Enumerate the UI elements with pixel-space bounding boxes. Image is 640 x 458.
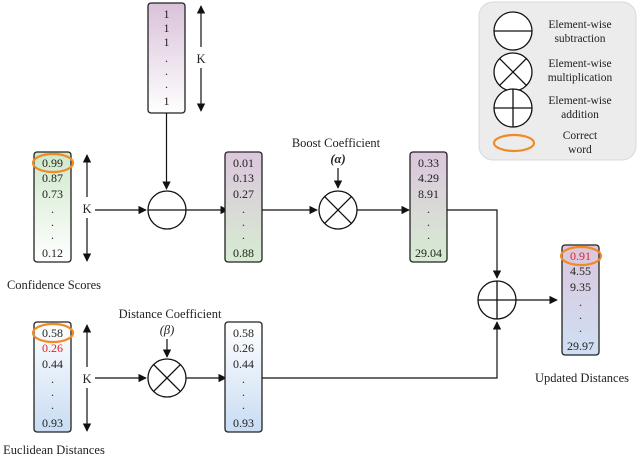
euclidean-vector: 0.58 0.26 0.44 . . . 0.93 (31, 321, 75, 433)
updated-value-1: 4.55 (570, 264, 591, 278)
confidence-value-2: 0.73 (42, 187, 63, 201)
scaled-value-3: . (242, 372, 245, 386)
addition-operator-icon (477, 280, 517, 320)
updated-value-2: 9.35 (570, 280, 591, 294)
subtracted-value-5: . (242, 228, 245, 242)
distance-coefficient-symbol: (β) (160, 323, 175, 337)
addition-legend-icon (493, 88, 533, 128)
ones-vector: 1 1 1 . . . 1 (147, 2, 186, 114)
boosted-value-0: 0.33 (418, 156, 439, 170)
subtracted-value-1: 0.13 (233, 171, 254, 185)
scaled-value-4: . (242, 385, 245, 399)
legend-panel: Element-wise subtraction Element-wise mu… (478, 1, 637, 161)
subtraction-legend-icon (493, 11, 533, 51)
euclidean-value-0: 0.58 (42, 326, 63, 340)
boosted-value-5: . (427, 228, 430, 242)
boost-multiplication-operator-icon (318, 190, 358, 230)
subtracted-vector: 0.01 0.13 0.27 . . . 0.88 (224, 151, 263, 263)
scaled-value-1: 0.26 (233, 341, 254, 355)
scaled-value-6: 0.93 (233, 416, 254, 430)
legend-addition-line1: Element-wise (548, 95, 611, 107)
ones-k-label: K (196, 52, 205, 66)
subtracted-value-0: 0.01 (233, 156, 254, 170)
legend-correct-line1: Correct (563, 130, 598, 142)
legend-addition-line2: addition (561, 109, 599, 121)
euclidean-value-4: . (51, 385, 54, 399)
updated-value-0: 0.91 (570, 249, 591, 263)
boosted-value-4: . (427, 215, 430, 229)
legend-multiplication-line1: Element-wise (548, 58, 611, 70)
updated-value-3: . (579, 295, 582, 309)
confidence-k-label: K (82, 202, 91, 216)
ones-value-4: . (165, 64, 168, 78)
ones-value-1: 1 (164, 21, 170, 35)
confidence-value-6: 0.12 (42, 246, 63, 260)
subtracted-value-2: 0.27 (233, 187, 254, 201)
confidence-value-4: . (51, 215, 54, 229)
legend-multiplication-line2: multiplication (548, 72, 613, 84)
distance-coefficient-label: Distance Coefficient (119, 307, 222, 321)
ones-value-3: . (165, 51, 168, 65)
updated-highlight-ellipse (559, 245, 603, 267)
confidence-k-dimension: K (82, 154, 92, 262)
confidence-caption: Confidence Scores (7, 278, 101, 292)
subtracted-value-6: 0.88 (233, 246, 254, 260)
legend-subtraction-line1: Element-wise (548, 19, 611, 31)
ones-value-5: . (165, 77, 168, 91)
ones-k-dimension: K (196, 5, 206, 112)
boosted-to-add-arrow (447, 209, 502, 279)
euclidean-highlight-ellipse (31, 322, 75, 344)
euclidean-value-1: 0.26 (42, 341, 63, 355)
multiplication-legend-icon (493, 52, 533, 92)
legend-subtraction-line2: subtraction (554, 33, 605, 45)
updated-value-6: 29.97 (567, 339, 594, 353)
updated-value-4: . (579, 308, 582, 322)
boost-coefficient-label: Boost Coefficient (292, 136, 381, 150)
confidence-value-1: 0.87 (42, 171, 63, 185)
subtracted-value-4: . (242, 215, 245, 229)
scaled-value-2: 0.44 (233, 357, 254, 371)
confidence-highlight-ellipse (31, 152, 75, 174)
updated-vector: 0.91 4.55 9.35 . . . 29.97 (559, 244, 603, 356)
euclidean-k-label: K (82, 372, 91, 386)
updated-caption: Updated Distances (535, 371, 629, 385)
boosted-value-2: 8.91 (418, 187, 439, 201)
scaled-value-5: . (242, 398, 245, 412)
correct-word-legend-ellipse (492, 133, 536, 153)
legend-correct-line2: word (568, 144, 592, 156)
euclidean-value-3: . (51, 372, 54, 386)
confidence-value-0: 0.99 (42, 156, 63, 170)
boost-coefficient-symbol: (α) (330, 152, 345, 166)
scaled-vector: 0.58 0.26 0.44 . . . 0.93 (224, 321, 263, 433)
confidence-vector: 0.99 0.87 0.73 . . . 0.12 (31, 151, 75, 263)
confidence-value-3: . (51, 202, 54, 216)
euclidean-value-6: 0.93 (42, 416, 63, 430)
confidence-value-5: . (51, 228, 54, 242)
boosted-value-3: . (427, 202, 430, 216)
euclidean-value-2: 0.44 (42, 357, 63, 371)
scaled-to-add-arrow (262, 321, 502, 379)
euclidean-caption: Euclidean Distances (3, 443, 105, 457)
updated-value-5: . (579, 321, 582, 335)
euclidean-value-5: . (51, 398, 54, 412)
boosted-value-1: 4.29 (418, 171, 439, 185)
ones-value-2: 1 (164, 35, 170, 49)
euclidean-k-dimension: K (82, 324, 92, 432)
subtracted-value-3: . (242, 202, 245, 216)
distance-multiplication-operator-icon (147, 358, 187, 398)
ones-value-0: 1 (164, 7, 170, 21)
boosted-vector: 0.33 4.29 8.91 . . . 29.04 (409, 151, 448, 263)
boosted-value-6: 29.04 (415, 246, 442, 260)
ones-value-6: 1 (164, 94, 170, 108)
subtraction-operator-icon (147, 190, 187, 230)
scaled-value-0: 0.58 (233, 326, 254, 340)
